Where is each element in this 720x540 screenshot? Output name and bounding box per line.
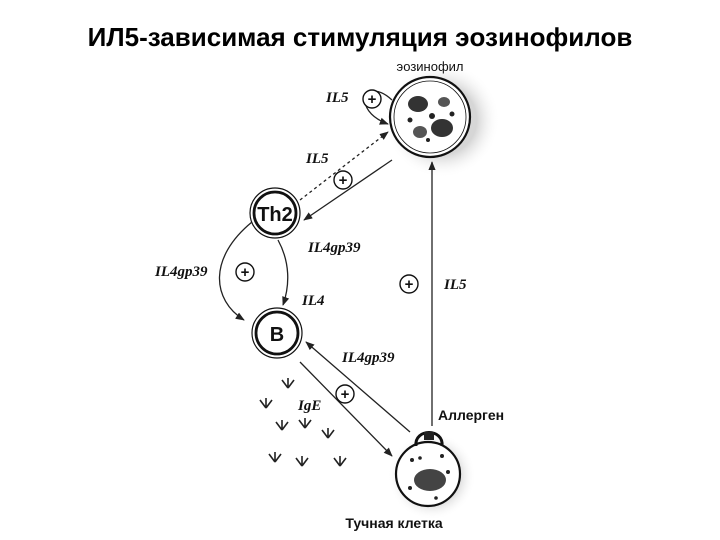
th2-to-b-il4-arrow (277, 239, 290, 306)
plus-sign-autocrine: + (362, 89, 382, 109)
plus-sign-ige: + (335, 384, 355, 404)
b-to-mast-ige-arrow (299, 361, 393, 457)
eosinophil-label: эозинофил (396, 59, 463, 74)
th2-cell (249, 187, 301, 239)
mast-cell (388, 431, 476, 520)
ige-antibodies (259, 378, 347, 467)
il5-autocrine-label: IL5 (325, 90, 349, 106)
il5-th2-label: IL5 (305, 151, 329, 167)
ige-label: IgE (297, 398, 321, 414)
plus-sign-mast-il5: + (399, 274, 419, 294)
plus-sign-left: + (235, 262, 255, 282)
th2-to-eosinophil-arrow (299, 131, 389, 201)
il4-label: IL4 (301, 293, 325, 309)
th2-label: Th2 (257, 204, 293, 226)
svg-text:+: + (405, 276, 414, 293)
eosinophil-cell (384, 62, 500, 178)
plus-sign-th2-il5: + (333, 170, 353, 190)
th2-to-b-arc-arrow (218, 221, 253, 321)
svg-text:+: + (341, 386, 350, 403)
svg-text:+: + (241, 264, 250, 281)
slide-title: ИЛ5-зависимая стимуляция эозинофилов (87, 22, 633, 52)
il4gp39-mast-label: IL4gp39 (341, 350, 395, 366)
b-cell (251, 307, 303, 359)
mast-to-th2-arrow (303, 159, 393, 221)
svg-text:+: + (368, 91, 377, 108)
il4gp39-th2-label: IL4gp39 (307, 240, 361, 256)
mast-cell-label: Тучная клетка (345, 515, 443, 531)
il4gp39-left-label: IL4gp39 (154, 264, 208, 280)
allergen-label: Аллерген (438, 407, 504, 423)
svg-text:+: + (339, 172, 348, 189)
il5-mast-label: IL5 (443, 277, 467, 293)
b-cell-label: B (270, 324, 284, 346)
mast-to-b-arrow (305, 341, 411, 433)
